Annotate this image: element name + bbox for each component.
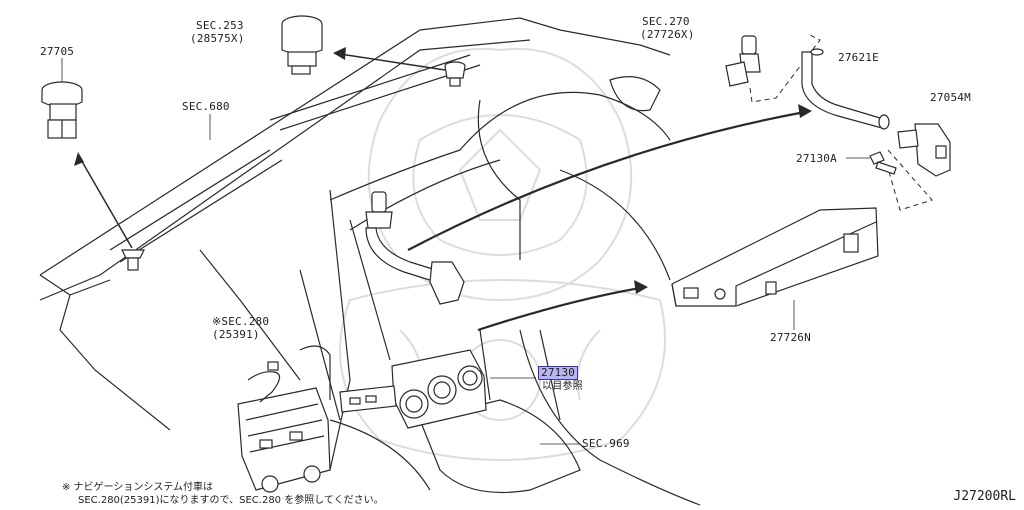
footnote-line-1: ※ ナビゲーションシステム付車は [62,482,214,493]
label-27705[interactable]: 27705 [40,45,75,58]
aspirator-hose-27621e [801,48,890,130]
connector-280 [267,361,279,371]
aspirator-270 [725,35,761,87]
label-sec680[interactable]: SEC.680 [182,100,230,113]
label-sec270-sub: (27726X) [640,28,695,41]
aspirator-module-27726n [671,207,879,307]
label-sec969[interactable]: SEC.969 [582,437,630,450]
label-27130-sub: 以目参照 [542,381,583,392]
label-27054m[interactable]: 27054M [930,91,971,104]
label-27130-highlighted[interactable]: 27130 [538,366,579,380]
label-27621e[interactable]: 27621E [838,51,879,64]
dashboard-outline [39,17,701,506]
sunload-sensor-253 [281,15,323,75]
label-sec280-sub: (25391) [212,328,260,341]
bracket-27054m [897,123,951,177]
clip-27705 [41,81,83,139]
arrowhead-hose [798,104,812,118]
ac-control-panel-27130 [339,349,487,429]
screw-27130a [869,151,897,175]
arrow-line-hose [407,110,806,251]
label-sec280[interactable]: ※SEC.280 [212,315,270,328]
arrow-line-module [477,286,641,332]
diagram-code: J27200RL [953,489,1016,504]
navi-control-unit-280 [237,387,331,493]
label-27130a[interactable]: 27130A [796,152,837,165]
arrow-line-27705 [79,157,133,249]
arrow-line-253 [339,53,446,71]
label-27726n[interactable]: 27726N [770,331,811,344]
harness-280 [247,371,281,403]
label-sec270[interactable]: SEC.270 [642,15,690,28]
sensor-clip-center [444,61,466,87]
label-sec253-sub: (28575X) [190,32,245,45]
in-car-hose [365,191,465,305]
arrowhead-253 [333,47,346,60]
footnote-line-2: SEC.280(25391)になりますので、SEC.280 を参照してください。 [78,495,384,506]
label-sec253[interactable]: SEC.253 [196,19,244,32]
arrowhead-module [634,280,648,294]
sensor-clip-left [121,249,145,271]
arrowhead-27705 [74,152,84,166]
dashed-callout [749,33,933,211]
